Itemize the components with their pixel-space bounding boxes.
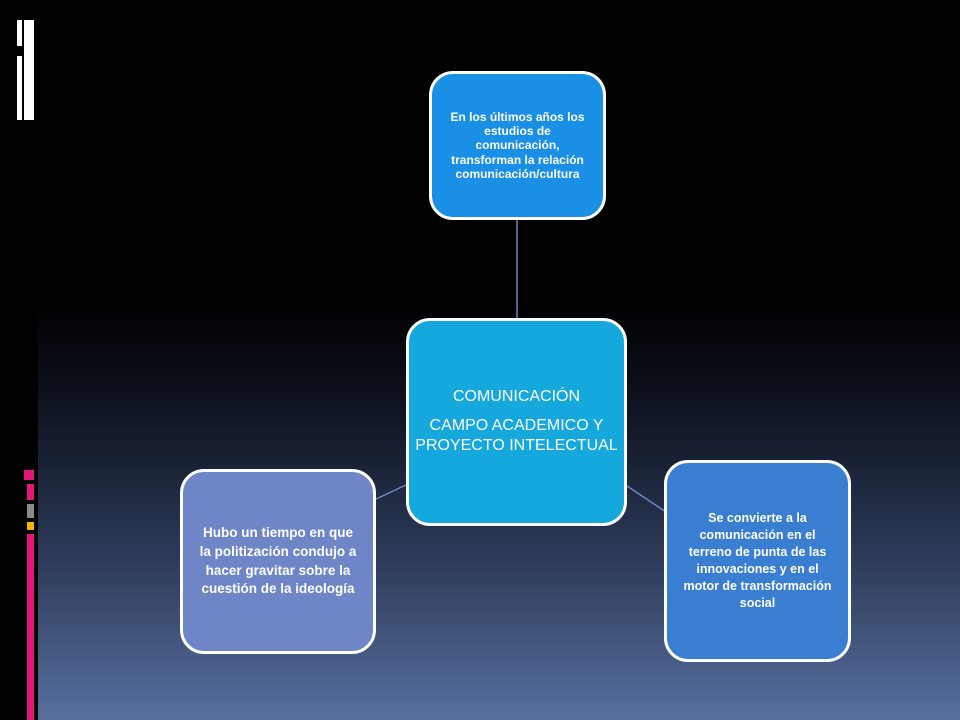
- center-node: COMUNICACIÓN CAMPO ACADEMICO Y PROYECTO …: [406, 318, 627, 526]
- top-node-text: En los últimos años los estudios de comu…: [450, 109, 585, 182]
- decor-strip: [27, 522, 34, 530]
- right-node: Se convierte a la comunicación en el ter…: [664, 460, 851, 662]
- center-node-title: COMUNICACIÓN: [452, 388, 581, 405]
- connector-left: [373, 483, 409, 501]
- decor-strip: [27, 504, 34, 518]
- top-node: En los últimos años los estudios de comu…: [429, 71, 606, 220]
- decor-strip: [24, 20, 34, 120]
- decor-strip: [27, 484, 34, 500]
- left-node: Hubo un tiempo en que la politización co…: [180, 469, 376, 654]
- decor-strip: [17, 20, 22, 46]
- center-node-subtitle: CAMPO ACADEMICO Y PROYECTO INTELECTUAL: [415, 417, 618, 454]
- right-node-text: Se convierte a la comunicación en el ter…: [683, 511, 832, 610]
- sidebar-decoration: [0, 0, 38, 720]
- decor-strip: [27, 534, 34, 720]
- decor-strip: [24, 470, 34, 480]
- decor-strip: [17, 56, 22, 120]
- connector-right: [623, 483, 667, 513]
- left-node-text: Hubo un tiempo en que la politización co…: [199, 524, 357, 597]
